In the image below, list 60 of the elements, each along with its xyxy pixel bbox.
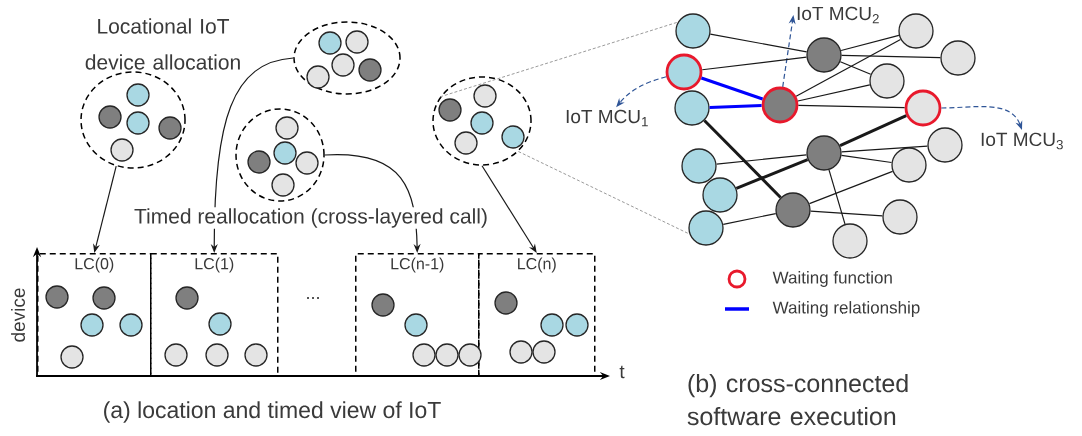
time-slot-box: LC(0) bbox=[37, 253, 152, 377]
function-node bbox=[675, 13, 711, 49]
zoom-line bbox=[518, 151, 690, 235]
function-node bbox=[702, 177, 738, 213]
mcu-label: IoT MCU$_{1}$ bbox=[566, 109, 648, 127]
function-node bbox=[869, 63, 905, 99]
heading-text: Locational IoT device allocation bbox=[85, 18, 240, 70]
connection-line bbox=[839, 114, 907, 148]
connection-line bbox=[810, 210, 883, 217]
annotation-text: Timed reallocation (cross-layered call) bbox=[133, 207, 489, 229]
connection-line bbox=[715, 154, 808, 165]
connection-line bbox=[795, 38, 902, 97]
connection-line bbox=[797, 84, 871, 102]
caption: (a) location and timed view of IoT bbox=[104, 401, 441, 423]
connection-line bbox=[840, 154, 893, 164]
waiting-function-node bbox=[665, 53, 703, 91]
time-slot-box: LC(n-1) bbox=[355, 253, 480, 377]
device-cluster bbox=[293, 21, 401, 95]
function-node bbox=[927, 127, 963, 163]
function-node bbox=[688, 210, 724, 246]
connection-line bbox=[709, 104, 762, 109]
connection-line bbox=[735, 158, 809, 190]
axis-label: t bbox=[619, 365, 625, 379]
connection-line bbox=[828, 169, 846, 225]
device-cluster bbox=[432, 76, 532, 166]
connection-line bbox=[722, 212, 777, 225]
waiting-function-node bbox=[761, 86, 799, 124]
connection-line bbox=[841, 145, 928, 153]
function-node bbox=[806, 135, 842, 171]
mcu-label: IoT MCU$_{2}$ bbox=[797, 6, 879, 24]
legend-text: Waiting relationship bbox=[772, 301, 920, 317]
device-cluster bbox=[235, 108, 325, 202]
connection-line bbox=[840, 34, 900, 52]
connection-line bbox=[841, 54, 941, 59]
connection-line bbox=[808, 170, 894, 205]
waiting-function-node bbox=[904, 89, 942, 127]
function-node bbox=[674, 90, 710, 126]
function-node bbox=[882, 199, 918, 235]
time-slot-box: LC(1) bbox=[150, 253, 279, 377]
mcu-label: IoT MCU$_{3}$ bbox=[981, 132, 1063, 150]
connection-line bbox=[700, 76, 764, 101]
function-node bbox=[898, 13, 934, 49]
time-slot-box: LC(n) bbox=[478, 253, 596, 377]
connection-line bbox=[709, 33, 808, 53]
legend-text: Waiting function bbox=[772, 271, 892, 287]
ellipsis: ... bbox=[307, 297, 319, 299]
device-cluster bbox=[80, 71, 186, 169]
caption: (b) cross-connected software execution bbox=[687, 373, 908, 426]
connection-line bbox=[797, 104, 906, 109]
function-node bbox=[681, 148, 717, 184]
function-node bbox=[806, 37, 842, 73]
function-node bbox=[832, 223, 868, 259]
connection-line bbox=[701, 56, 808, 71]
function-node bbox=[891, 147, 927, 183]
curved-arrow bbox=[481, 165, 537, 253]
function-node bbox=[940, 40, 976, 76]
zoom-line bbox=[439, 21, 679, 98]
connection-line bbox=[839, 61, 872, 75]
function-node bbox=[775, 192, 811, 228]
connection-line bbox=[703, 119, 782, 199]
